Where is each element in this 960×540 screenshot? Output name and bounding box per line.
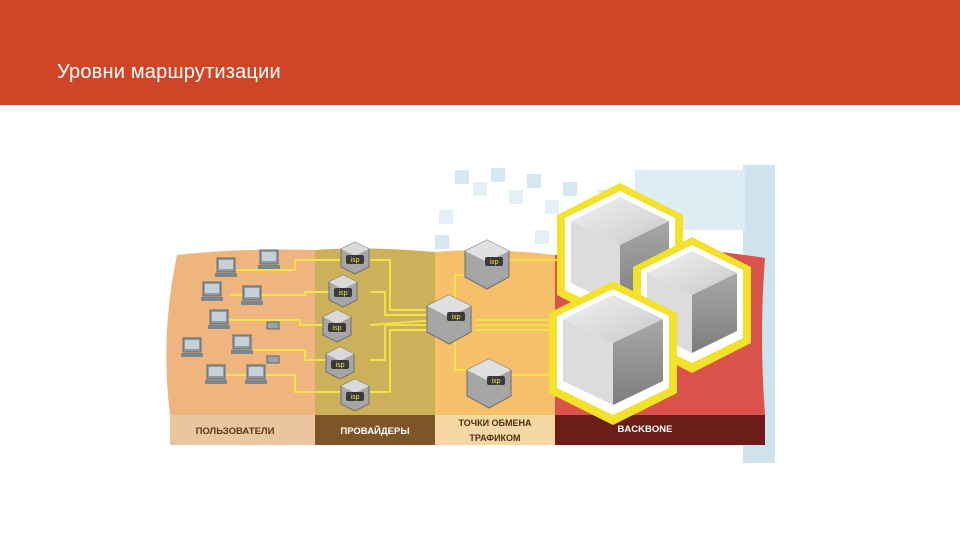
computer-icon [181,337,203,357]
ixp-label-line2: ТРАФИКОМ [469,433,520,443]
routing-levels-diagram: ПОЛЬЗОВАТЕЛИ ПРОВАЙДЕРЫ ТОЧКИ ОБМЕНА ТРА… [155,160,780,465]
ixp-node-label: ixp [490,259,499,266]
diagram-canvas: ПОЛЬЗОВАТЕЛИ ПРОВАЙДЕРЫ ТОЧКИ ОБМЕНА ТРА… [166,165,775,463]
isp-node-label: isp [339,290,348,297]
ixp-node-label: ixp [492,378,501,385]
ixp-node: ixp [466,358,512,409]
slide-title: Уровни маршрутизации [57,61,281,83]
computer-icon [231,334,253,354]
ixp-node: ixp [426,294,472,345]
title-bar: Уровни маршрутизации [0,0,960,105]
isp-node: isp [328,274,358,308]
providers-label-strip [315,415,435,445]
server-cube-icon [549,281,677,425]
ixp-label-line1: ТОЧКИ ОБМЕНА [458,418,532,428]
users-zone [166,249,315,415]
ixp-node: ixp [464,239,510,290]
modem-icon [266,321,280,330]
modem-icon [266,355,280,364]
isp-node-label: isp [336,362,345,369]
isp-node-label: isp [333,325,342,332]
ixp-node-label: ixp [452,314,461,321]
users-label: ПОЛЬЗОВАТЕЛИ [196,426,275,437]
computer-icon [208,309,230,329]
users-label-strip [170,415,315,445]
backbone-label-strip [555,415,765,445]
computer-icon [205,364,227,384]
isp-node: isp [340,241,370,275]
providers-label: ПРОВАЙДЕРЫ [340,425,409,437]
isp-node-label: isp [351,394,360,401]
ixp-zone [435,250,555,415]
computer-icon [215,257,237,277]
isp-node: isp [322,309,352,343]
user-computers [181,249,280,384]
isp-node: isp [340,378,370,412]
isp-node-label: isp [351,257,360,264]
ixp-label-strip [435,415,555,445]
isp-node: isp [325,346,355,380]
computer-icon [201,281,223,301]
pixel-backdrop [435,165,775,463]
computer-icon [258,249,280,269]
backbone-servers [549,183,751,425]
server-cube-icon [557,183,683,327]
backbone-label: BACKBONE [618,424,673,435]
computer-icon [241,285,263,305]
computer-icon [245,364,267,384]
